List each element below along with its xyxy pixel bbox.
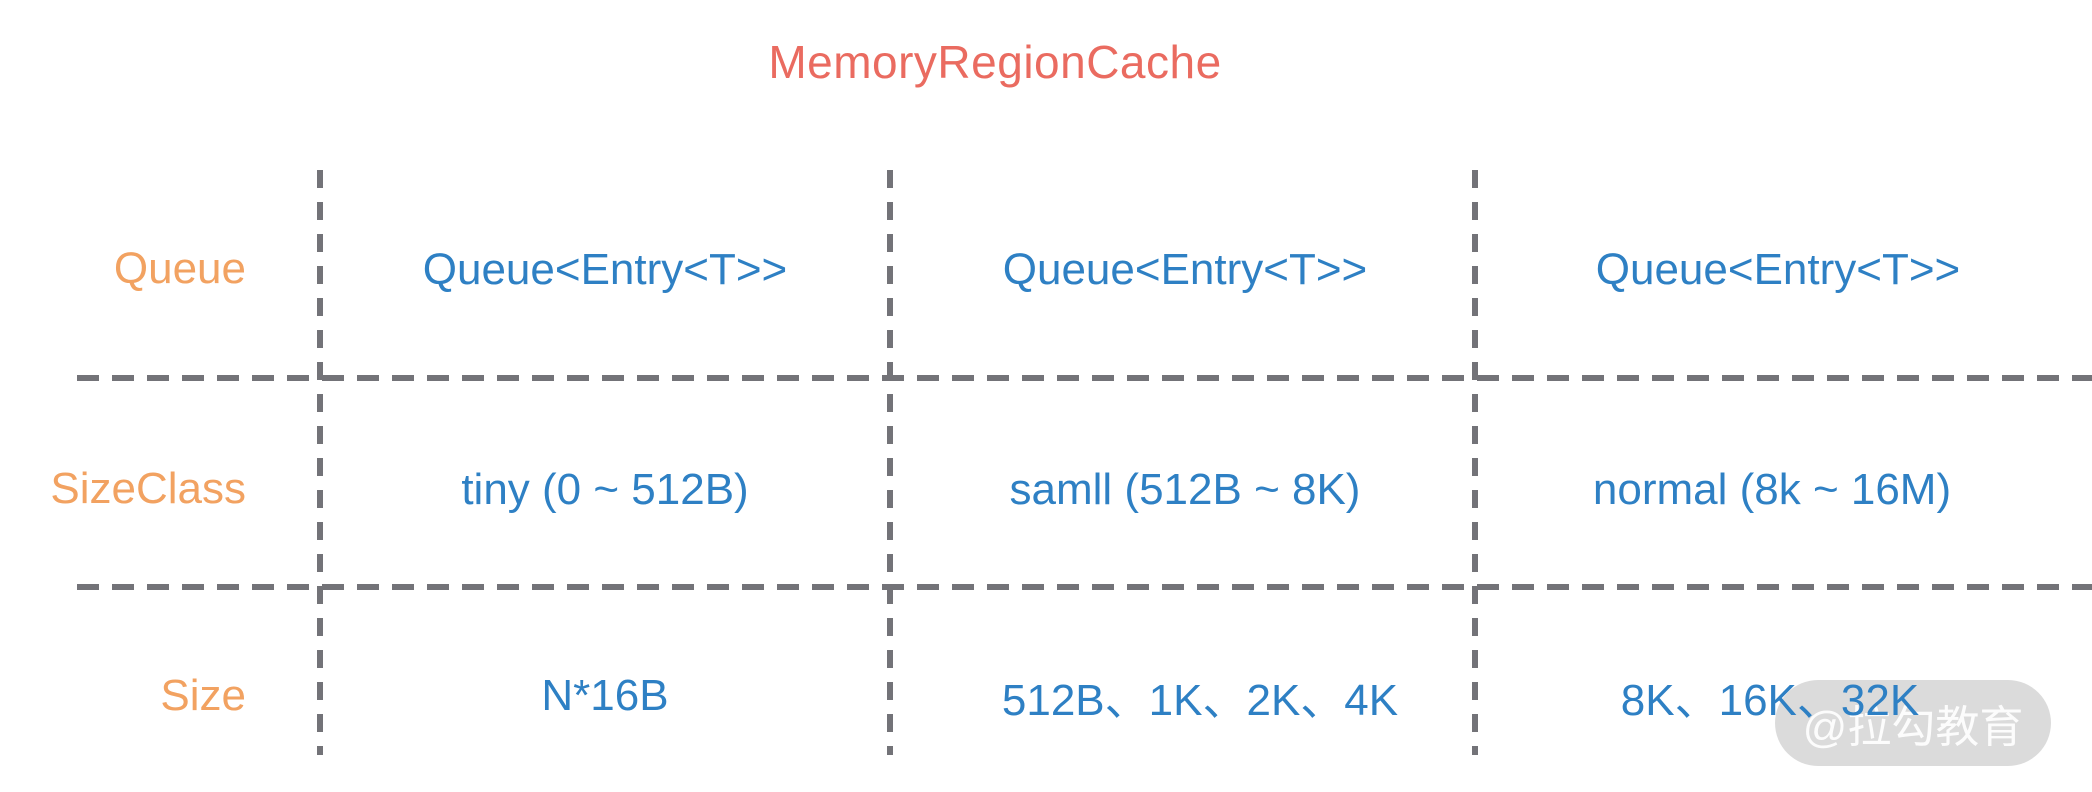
horizontal-divider-1 [77, 375, 2092, 381]
watermark-text: @拉勾教育 [1802, 703, 2024, 752]
vertical-divider-3 [1472, 170, 1478, 755]
cell-queue-tiny: Queue<Entry<T>> [422, 245, 788, 294]
row-label-queue: Queue [113, 244, 246, 293]
cell-sizeclass-normal: normal (8k ~ 16M) [1592, 465, 1952, 514]
row-label-sizeclass: SizeClass [50, 464, 246, 513]
diagram-title: MemoryRegionCache [768, 36, 1222, 88]
watermark-badge: @拉勾教育 [1775, 680, 2051, 766]
cell-queue-small: Queue<Entry<T>> [1002, 245, 1368, 294]
cell-sizeclass-tiny: tiny (0 ~ 512B) [461, 465, 749, 514]
vertical-divider-1 [317, 170, 323, 755]
cell-size-normal: 8K、16K、32K [1620, 676, 1920, 725]
cell-sizeclass-small: samll (512B ~ 8K) [1009, 465, 1361, 514]
cell-size-small: 512B、1K、2K、4K [1001, 676, 1399, 725]
horizontal-divider-2 [77, 584, 2092, 590]
vertical-divider-2 [887, 170, 893, 755]
row-label-size: Size [160, 671, 246, 720]
cell-queue-normal: Queue<Entry<T>> [1595, 245, 1961, 294]
cell-size-tiny: N*16B [541, 671, 669, 720]
